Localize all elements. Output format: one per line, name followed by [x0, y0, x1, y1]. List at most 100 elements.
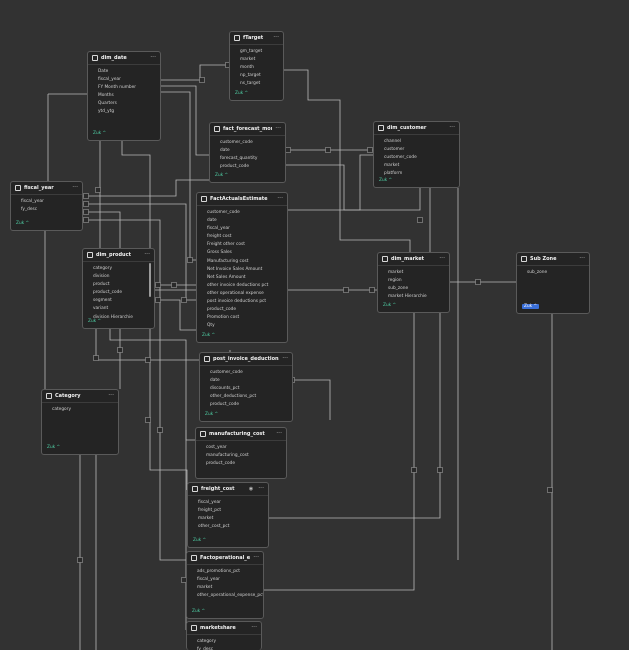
table-card-dim-product[interactable]: dim_product ··· category division produc…: [82, 248, 155, 329]
field-item[interactable]: ads_promotions_pct: [197, 569, 240, 574]
relationship-line[interactable]: [293, 379, 331, 420]
table-card-manufacturing-cost[interactable]: manufacturing_cost ··· cost_year manufac…: [195, 427, 287, 479]
relationship-marker[interactable]: [417, 217, 423, 223]
field-item[interactable]: discounts_pct: [210, 386, 240, 392]
field-item[interactable]: other invoice deductions pct: [207, 282, 269, 288]
relationship-marker[interactable]: [77, 557, 83, 563]
table-card-marketshare[interactable]: marketshare ··· category fy_desc: [186, 621, 262, 650]
field-item[interactable]: freight cost: [207, 234, 232, 240]
table-card-category[interactable]: Category ··· category Zuk ^: [41, 389, 119, 455]
table-card-factoperational-expenses[interactable]: Factoperational_expenses ··· ads_promoti…: [186, 551, 264, 619]
table-card-dim-customer[interactable]: dim_customer ··· channel customer custom…: [373, 121, 460, 188]
field-item[interactable]: other_deductions_pct: [210, 394, 257, 400]
more-options-icon[interactable]: ···: [449, 124, 455, 131]
field-item[interactable]: fy_desc: [21, 207, 38, 213]
field-item[interactable]: customer: [384, 147, 405, 153]
collapse-button[interactable]: Zuk ^: [88, 319, 102, 324]
relationship-marker[interactable]: [83, 193, 89, 199]
field-item[interactable]: Months: [98, 93, 114, 99]
field-item[interactable]: fiscal_year: [21, 199, 44, 204]
table-card-dim-market[interactable]: dim_market ··· market region sub_zone ma…: [377, 252, 450, 313]
relationship-marker[interactable]: [475, 279, 481, 285]
collapse-button[interactable]: Zuk ^: [235, 91, 249, 96]
field-item[interactable]: segment: [93, 298, 112, 304]
field-item[interactable]: freight_pct: [198, 508, 222, 514]
collapse-button[interactable]: Zuk ^: [16, 221, 30, 226]
relationship-marker[interactable]: [437, 467, 443, 473]
relationship-marker[interactable]: [145, 357, 151, 363]
field-item[interactable]: category: [52, 407, 71, 412]
field-item[interactable]: ytd_ytg: [98, 109, 115, 115]
relationship-marker[interactable]: [411, 467, 417, 473]
more-options-icon[interactable]: ···: [150, 54, 156, 61]
relationship-line[interactable]: [83, 211, 121, 248]
collapse-button[interactable]: Zuk ^: [47, 445, 61, 450]
relationship-marker[interactable]: [171, 282, 177, 288]
table-card-ftarget[interactable]: fTarget ··· gm_target market month np_ta…: [229, 31, 284, 101]
field-item[interactable]: division Hierarchie: [93, 314, 133, 320]
field-item[interactable]: variant: [93, 306, 109, 312]
relationship-line[interactable]: [161, 64, 229, 81]
field-item[interactable]: product_code: [210, 402, 240, 408]
table-card-factactualsestimate[interactable]: FactActualsEstimate ··· customer_code da…: [196, 192, 288, 343]
more-options-icon[interactable]: ···: [579, 255, 585, 262]
more-options-icon[interactable]: ···: [277, 195, 283, 202]
relationship-marker[interactable]: [145, 417, 151, 423]
relationship-marker[interactable]: [367, 147, 373, 153]
field-item[interactable]: np_target: [240, 73, 261, 79]
collapse-button[interactable]: Zuk ^: [379, 178, 393, 183]
relationship-marker[interactable]: [199, 77, 205, 83]
collapse-button[interactable]: Zuk ^: [93, 131, 107, 136]
field-item[interactable]: market: [197, 585, 213, 591]
field-item[interactable]: region: [388, 278, 402, 284]
relationship-marker[interactable]: [155, 282, 161, 288]
more-options-icon[interactable]: ···: [72, 184, 78, 191]
field-item[interactable]: customer_code: [384, 155, 417, 161]
field-item[interactable]: Net Sales Amount: [207, 274, 246, 280]
relationship-line[interactable]: [288, 154, 373, 211]
field-item[interactable]: fiscal_year: [197, 577, 220, 583]
relationship-marker[interactable]: [83, 209, 89, 215]
field-item[interactable]: gm_target: [240, 49, 263, 54]
relationship-line[interactable]: [109, 329, 195, 441]
collapse-button[interactable]: Zuk ^: [522, 304, 540, 309]
field-item[interactable]: customer_code: [207, 210, 240, 215]
table-card-post-invoice-deductions[interactable]: post_invoice_deductions ··· customer_cod…: [199, 352, 293, 422]
relationship-marker[interactable]: [285, 147, 291, 153]
field-item[interactable]: cost_year: [206, 445, 227, 450]
collapse-button[interactable]: Zuk ^: [202, 333, 216, 338]
field-item[interactable]: Manufacturing cost: [207, 258, 249, 264]
more-options-icon[interactable]: ···: [282, 355, 288, 362]
relationship-line[interactable]: [95, 329, 199, 361]
more-options-icon[interactable]: ···: [273, 34, 279, 41]
field-item[interactable]: ns_target: [240, 81, 261, 87]
relationship-line[interactable]: [161, 85, 209, 156]
field-item[interactable]: other_operational_expense_pct: [197, 593, 263, 599]
field-item[interactable]: market: [198, 516, 214, 522]
more-options-icon[interactable]: ···: [144, 251, 150, 258]
field-item[interactable]: product_code: [206, 461, 236, 467]
field-item[interactable]: Date: [98, 69, 109, 74]
relationship-marker[interactable]: [187, 257, 193, 263]
relationship-marker[interactable]: [325, 147, 331, 153]
collapse-button[interactable]: Zuk ^: [205, 412, 219, 417]
relationship-marker[interactable]: [155, 297, 161, 303]
field-item[interactable]: month: [240, 65, 254, 71]
field-item[interactable]: market: [384, 163, 400, 169]
field-item[interactable]: product: [93, 282, 110, 288]
more-options-icon[interactable]: ···: [439, 255, 445, 262]
relationship-marker[interactable]: [83, 217, 89, 223]
field-item[interactable]: fiscal_year: [198, 500, 221, 505]
relationship-line[interactable]: [161, 91, 196, 261]
field-item[interactable]: market: [240, 57, 256, 63]
relationship-marker[interactable]: [157, 427, 163, 433]
field-item[interactable]: channel: [384, 139, 402, 144]
field-item[interactable]: fy_desc: [197, 647, 214, 650]
field-item[interactable]: product_code: [220, 164, 250, 170]
field-item[interactable]: category: [197, 639, 216, 644]
field-item[interactable]: fiscal_year: [98, 77, 121, 83]
field-item[interactable]: Promotion cost: [207, 315, 240, 321]
table-card-fact-forecast-monthly[interactable]: fact_forecast_monthly ··· customer_code …: [209, 122, 286, 183]
more-options-icon[interactable]: ···: [108, 392, 114, 399]
table-card-dim-date[interactable]: dim_date ··· Date fiscal_year FY Month n…: [87, 51, 161, 141]
